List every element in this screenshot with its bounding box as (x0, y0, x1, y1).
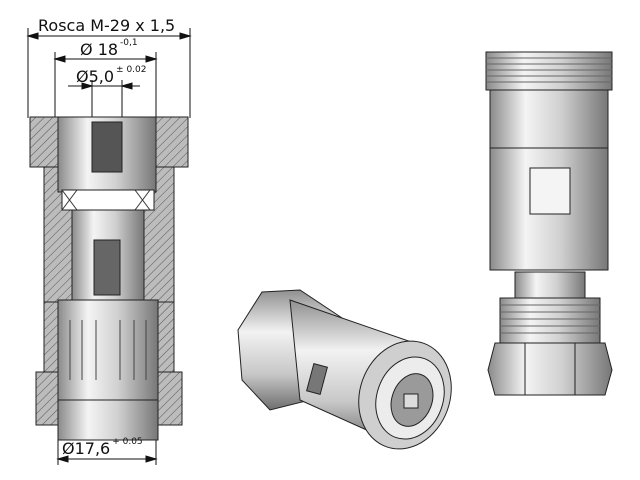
diameter-symbol: Ø (62, 439, 75, 458)
pin-diameter-tolerance: ± 0.02 (116, 65, 147, 75)
bottom-diameter-tolerance: + 0.05 (112, 437, 143, 447)
diameter-symbol: Ø (80, 40, 93, 59)
thread-dimension-label: Rosca M-29 x 1,5 (38, 16, 176, 35)
outer-diameter-value: 18 (97, 40, 119, 59)
outer-diameter-dimension: Ø 18-0,1 (80, 38, 138, 59)
isometric-view (237, 289, 452, 450)
pin-diameter-value: 5,0 (88, 67, 115, 86)
bottom-diameter-dimension: Ø17,6+ 0.05 (62, 437, 143, 458)
section-view (29, 116, 189, 441)
pin-diameter-dimension: Ø5,0± 0.02 (76, 65, 147, 86)
outer-diameter-tolerance: -0,1 (120, 38, 138, 48)
side-view (485, 51, 613, 396)
bottom-diameter-value: 17,6 (74, 439, 111, 458)
diameter-symbol: Ø (76, 67, 89, 86)
